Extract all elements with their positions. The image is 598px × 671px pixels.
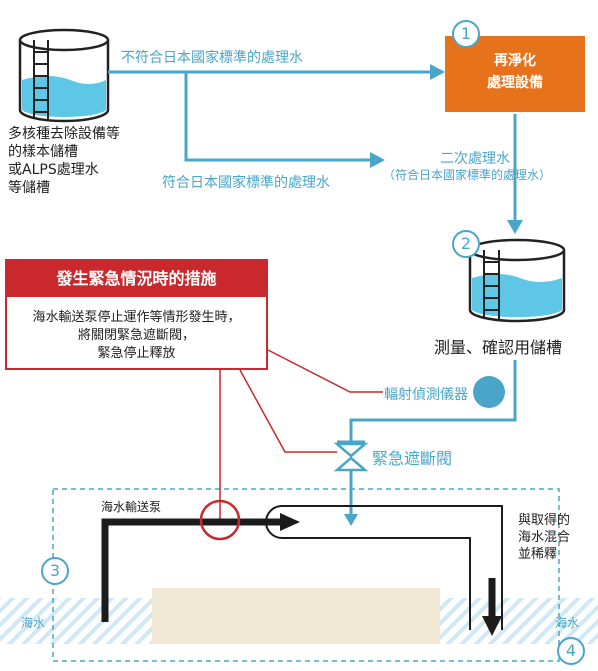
shutoff-valve-label: 緊急遮斷閥 — [372, 449, 453, 468]
flow-nonconforming-label: 不符合日本國家標準的處理水 — [121, 50, 303, 66]
tank1-label: 多核種去除設備等 的樣本儲槽 或ALPS處理水 等儲槽 — [8, 126, 120, 196]
flow-arrowheads — [344, 64, 523, 526]
flow-conforming-label: 符合日本國家標準的處理水 — [162, 175, 330, 191]
measure-tank-label: 測量、確認用儲槽 — [434, 338, 563, 357]
measure-tank — [468, 238, 566, 323]
step-marker-4: 4 — [557, 637, 585, 665]
mixing-pipe-outer — [282, 505, 503, 630]
emergency-body: 海水輸送泵停止運作等情形發生時， 將關閉緊急遮斷閥， 緊急停止釋放 — [32, 310, 241, 361]
seawater-pump-label: 海水輸送泵 — [101, 500, 162, 514]
shutoff-valve-symbol — [333, 440, 369, 472]
secondary-water-label: 二次處理水 — [440, 151, 510, 167]
radiation-detector-label: 輻射偵測儀器 — [384, 387, 468, 403]
seawater-right-label: 海水 — [555, 616, 580, 630]
pump-stop-marker — [199, 499, 241, 541]
secondary-water-note: （符合日本國家標準的處理水） — [383, 168, 552, 182]
seabed-block — [152, 588, 440, 644]
emergency-title: 發生緊急情況時的措施 — [7, 261, 266, 297]
discharge-arrowhead — [482, 616, 502, 636]
storage-tank-1 — [18, 28, 110, 123]
mixing-pipe-inner — [282, 537, 471, 630]
emergency-measures-box: 發生緊急情況時的措施 海水輸送泵停止運作等情形發生時， 將關閉緊急遮斷閥， 緊急… — [5, 259, 268, 370]
mixing-pipe-end — [265, 505, 283, 539]
pump-arrowhead — [280, 513, 300, 531]
pump-pipe — [101, 518, 282, 622]
seawater-left-label: 海水 — [21, 616, 46, 630]
flow-lines — [108, 70, 517, 516]
step-marker-2: 2 — [452, 230, 480, 258]
repurify-facility-box: 再淨化 處理設備 — [445, 36, 585, 112]
radiation-detector-sensor — [473, 376, 505, 408]
emergency-connectors — [219, 349, 383, 520]
mix-dilute-label: 與取得的 海水混合 並稀釋 — [518, 513, 571, 562]
step-marker-3: 3 — [41, 557, 69, 585]
step-marker-1: 1 — [452, 20, 480, 48]
repurify-facility-label: 再淨化 處理設備 — [487, 53, 543, 91]
